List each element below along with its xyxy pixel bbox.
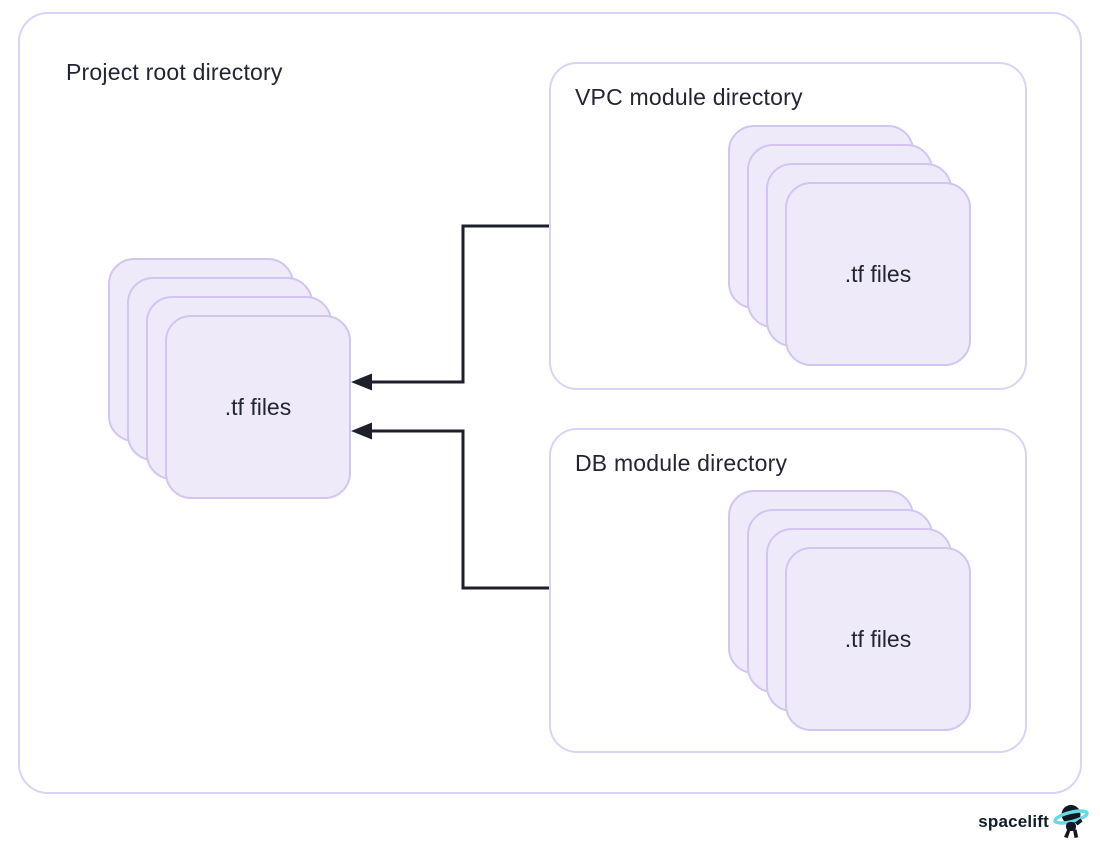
root-tf-files-label: .tf files [224, 393, 292, 420]
spacelift-logo-text: spacelift [978, 812, 1049, 831]
vpc-module-directory-label: VPC module directory [575, 84, 803, 110]
spacelift-logo: spacelift [978, 802, 1090, 842]
stacked-file-card-front: .tf files [785, 547, 971, 731]
project-root-directory-label: Project root directory [66, 59, 283, 85]
db-tf-files-stack: .tf files [728, 490, 972, 732]
vpc-tf-files-label: .tf files [844, 260, 912, 287]
db-tf-files-label: .tf files [844, 625, 912, 652]
astronaut-with-planet-ring-icon [1053, 805, 1089, 838]
vpc-tf-files-stack: .tf files [728, 125, 972, 367]
stacked-file-card-front: .tf files [165, 315, 351, 499]
stacked-file-card-front: .tf files [785, 182, 971, 366]
db-module-directory-label: DB module directory [575, 450, 788, 476]
root-tf-files-stack: .tf files [108, 258, 351, 499]
